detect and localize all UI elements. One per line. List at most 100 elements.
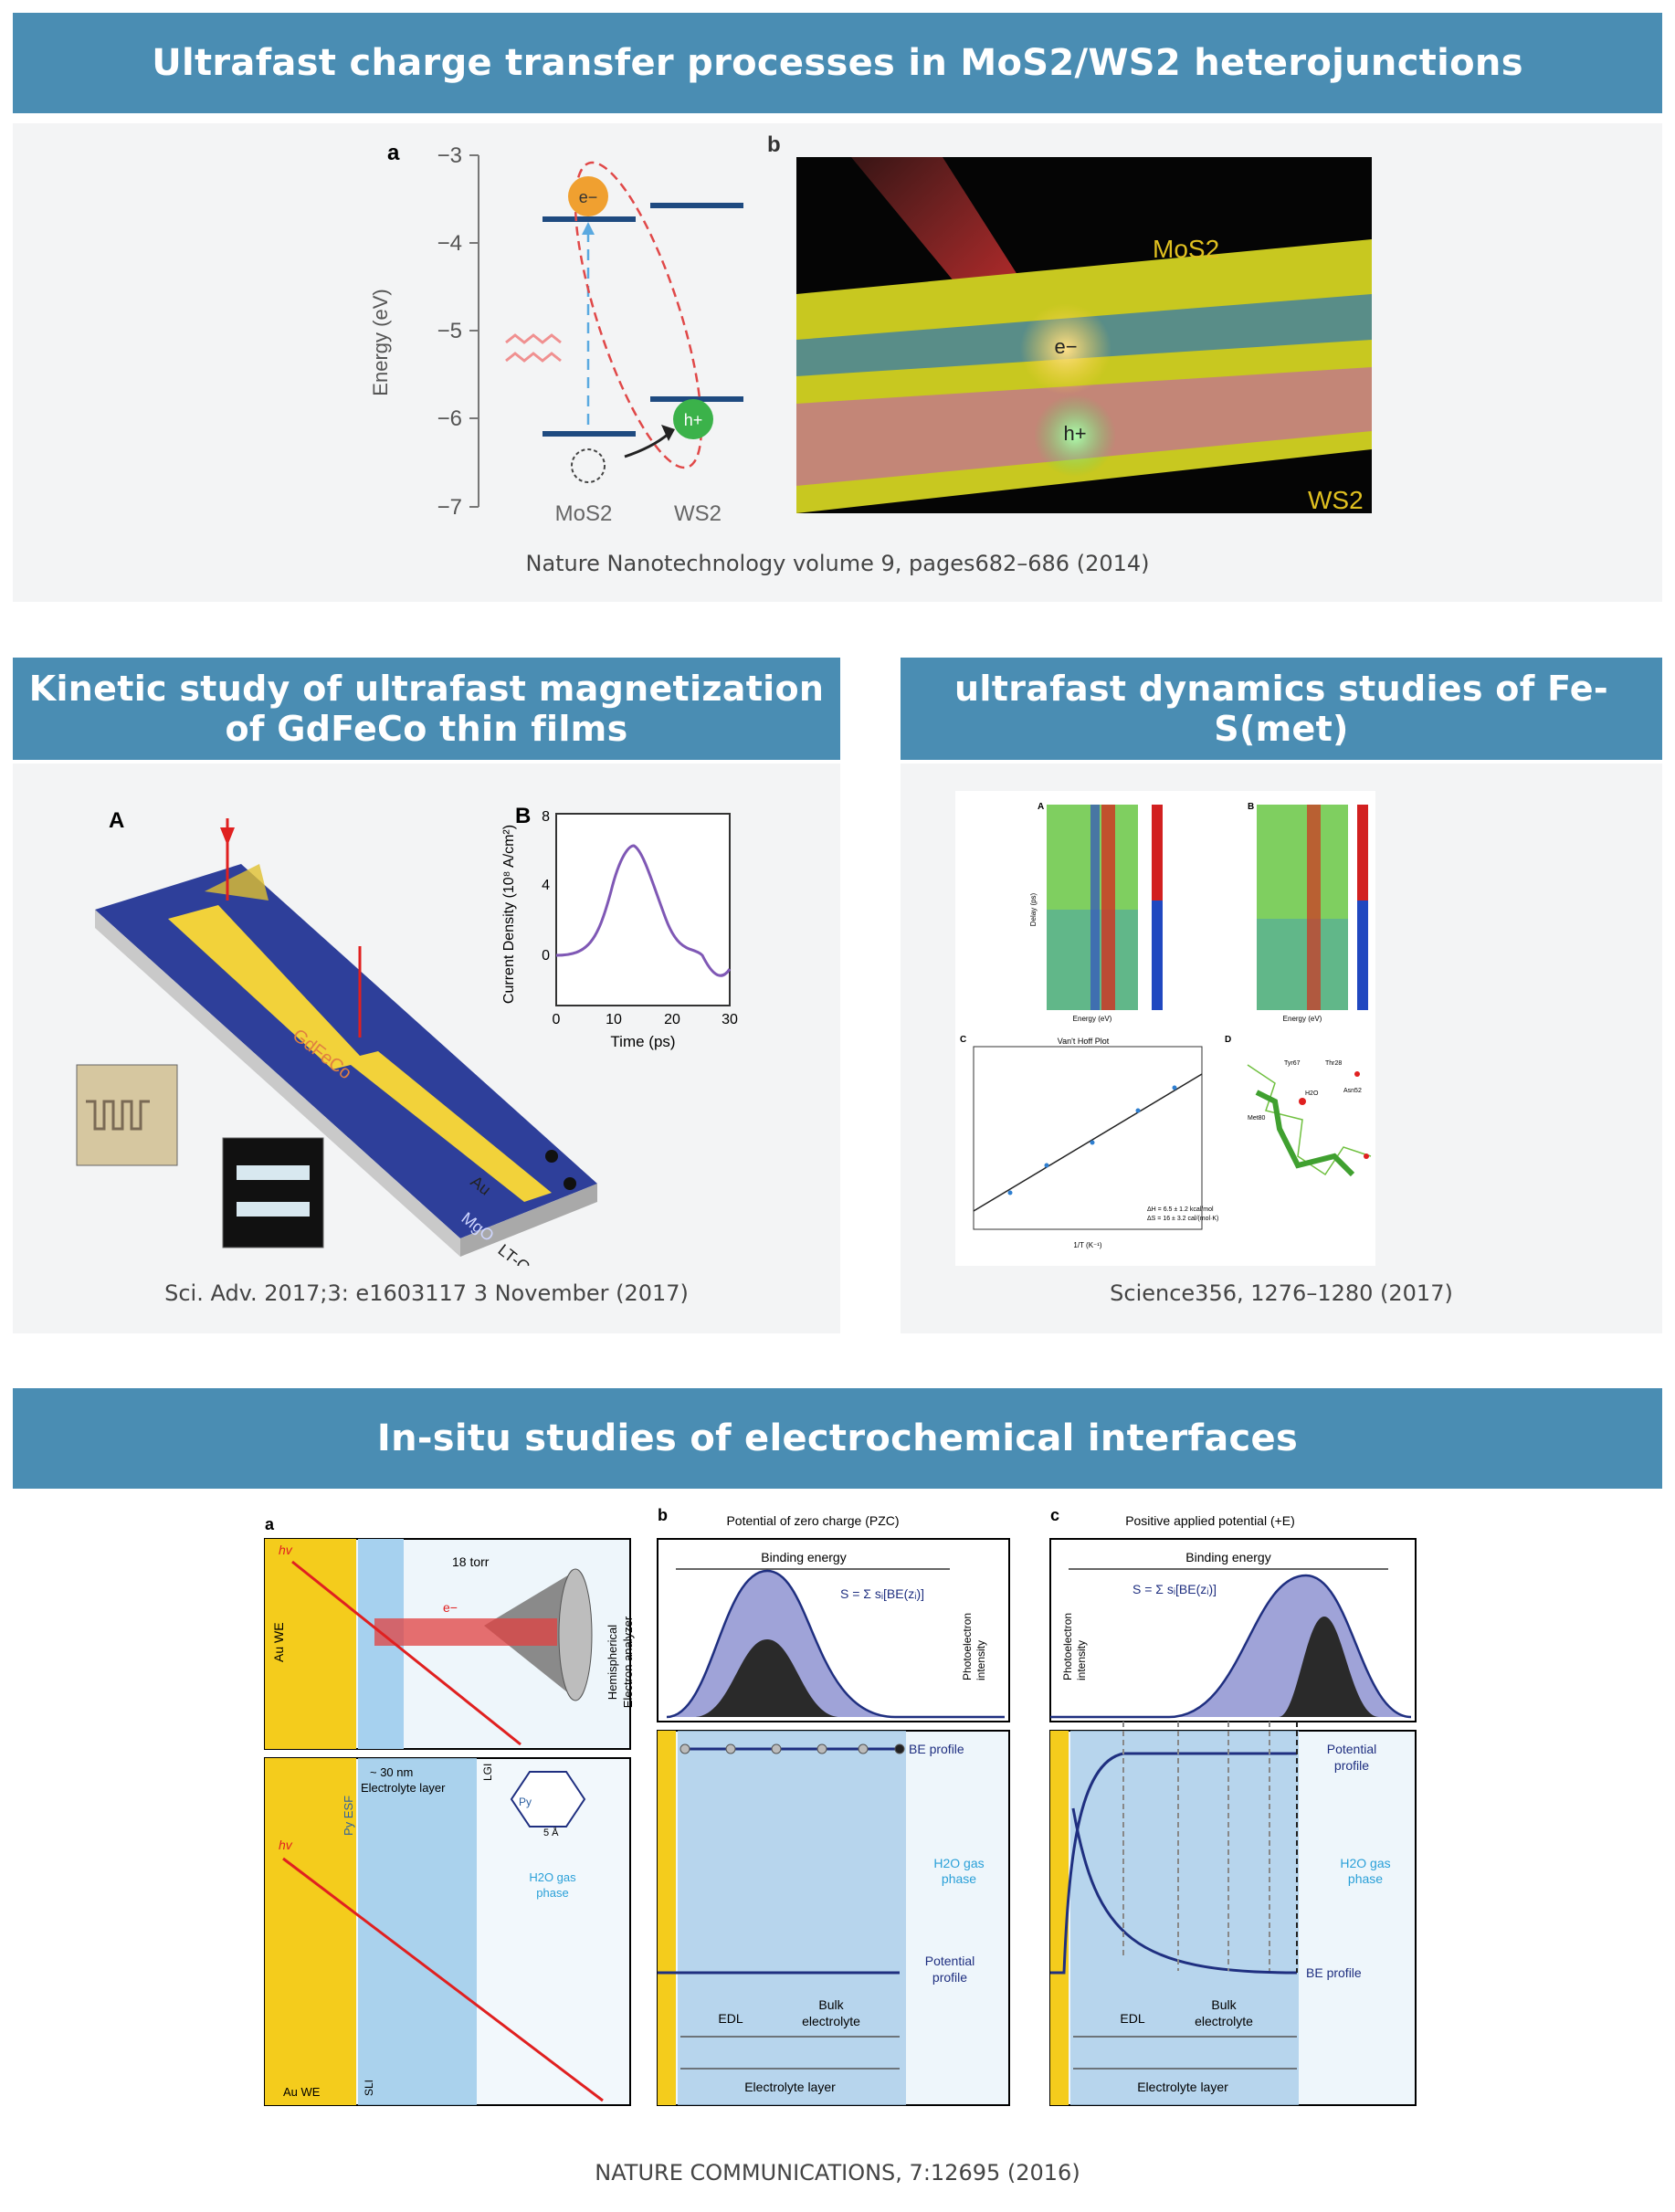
intensity-c: intensity — [1075, 1640, 1088, 1680]
x-axis-label: Time (ps) — [610, 1033, 675, 1050]
transfer-ellipse — [574, 161, 703, 469]
hv-top: hv — [279, 1543, 293, 1557]
au-we-bottom: Au WE — [283, 2085, 321, 2099]
py-esf-label: Py ESF — [342, 1796, 355, 1836]
section4-title: In-situ studies of electrochemical inter… — [376, 1417, 1299, 1459]
ytick: 4 — [542, 878, 550, 893]
device-illustration: A GdFeCo Au MgO LT-GaAs — [76, 808, 597, 1266]
y-axis-label: Current Density (10⁸ A/cm²) — [501, 825, 517, 1004]
thr28-label: Thr28 — [1325, 1060, 1342, 1067]
electron-symbol: e− — [443, 1600, 458, 1615]
electrolyte-layer-b: Electrolyte layer — [744, 2080, 836, 2094]
edl-c: EDL — [1120, 2011, 1144, 2026]
section2-title-line1: Kinetic study of ultrafast magnetization — [28, 669, 825, 709]
nm-label: ~ 30 nm — [370, 1765, 413, 1779]
fig-a-label: A — [109, 808, 124, 833]
phase-a: phase — [536, 1886, 568, 1900]
ytick: −3 — [437, 143, 462, 168]
fig-a-label: a — [387, 141, 400, 165]
five-angstrom: 5 Å — [543, 1827, 559, 1838]
met80-label: Met80 — [1248, 1115, 1266, 1122]
section3-title: ultrafast dynamics studies of Fe-S(met) — [954, 669, 1608, 749]
section1-caption: Nature Nanotechnology volume 9, pages682… — [525, 551, 1150, 576]
photoelectron-c: Photoelectron — [1061, 1613, 1074, 1680]
delay-axis: Delay (ps) — [1029, 892, 1038, 926]
s-eq-b: S = Σ sᵢ[BE(zᵢ)] — [840, 1586, 924, 1601]
intensity-b: intensity — [974, 1640, 987, 1680]
section4-banner: In-situ studies of electrochemical inter… — [13, 1388, 1662, 1489]
energy-axis-b: Energy (eV) — [1283, 1015, 1322, 1023]
electrolyte-layer-a: Electrolyte layer — [361, 1781, 446, 1795]
ltgaas-label: LT-GaAs — [495, 1240, 556, 1266]
h2o-gas-a: H2O gas — [529, 1870, 576, 1884]
fig-b-ws2-label: WS2 — [1308, 486, 1364, 513]
phase-c: phase — [1348, 1871, 1383, 1886]
photoelectron-b: Photoelectron — [961, 1613, 974, 1680]
ytick: −4 — [437, 231, 462, 256]
panel-b-label: B — [1248, 802, 1254, 812]
hv-bottom: hv — [279, 1838, 293, 1852]
bulk-b: Bulk — [818, 1997, 844, 2012]
panel-a-label: A — [1038, 802, 1044, 812]
au-we-top: Au WE — [271, 1622, 286, 1662]
potential-c: Potential — [1327, 1742, 1376, 1756]
fig-b-electron-label: e− — [1054, 335, 1077, 358]
ds-text: ΔS = 16 ± 3.2 cal/(mol·K) — [1147, 1216, 1218, 1222]
s-eq-c: S = Σ sᵢ[BE(zᵢ)] — [1132, 1582, 1217, 1596]
vant-hoff-title: Van't Hoff Plot — [1058, 1037, 1110, 1046]
xtick: 0 — [553, 1012, 561, 1027]
mos2-label: MoS2 — [555, 501, 613, 526]
section3-caption: Science356, 1276–1280 (2017) — [1110, 1280, 1453, 1306]
panel-b-title: Potential of zero charge (PZC) — [726, 1513, 899, 1528]
py-label: Py — [519, 1796, 532, 1808]
energy-level-diagram: a −3 −4 −5 −6 −7 Energy (eV) e− h+ MoS2 … — [369, 141, 743, 526]
sli-label: SLI — [363, 2080, 375, 2096]
section2-caption: Sci. Adv. 2017;3: e1603117 3 November (2… — [164, 1280, 689, 1306]
xtick: 10 — [606, 1012, 622, 1027]
electrolyte-b: electrolyte — [802, 2014, 860, 2028]
h2o-gas-b: H2O gas — [933, 1856, 984, 1870]
ytick: 0 — [542, 948, 550, 964]
tyr67-label: Tyr67 — [1284, 1060, 1301, 1067]
section3-panel: A B Energy (eV) Energy (eV) Delay (ps) C… — [901, 764, 1662, 1333]
section1-banner: Ultrafast charge transfer processes in M… — [13, 13, 1662, 113]
panel-b-label: b — [658, 1506, 668, 1524]
h2o-label: H2O — [1305, 1090, 1319, 1097]
hole-label: h+ — [684, 411, 703, 429]
profile-b: profile — [932, 1970, 967, 1985]
torr-label: 18 torr — [452, 1554, 490, 1569]
binding-energy-c: Binding energy — [1185, 1550, 1270, 1564]
xtick: 30 — [722, 1012, 738, 1027]
potential-b: Potential — [925, 1954, 974, 1968]
hole-circle — [673, 399, 713, 439]
panel-d-label: D — [1225, 1035, 1231, 1045]
lgi-label: LGI — [481, 1764, 494, 1781]
analyzer-line2: Electron analyzer — [621, 1616, 635, 1708]
electron-label: e− — [579, 188, 598, 206]
section3-banner: ultrafast dynamics studies of Fe-S(met) — [901, 658, 1662, 760]
section2-title-line2: of GdFeCo thin films — [225, 709, 628, 749]
profile-c: profile — [1334, 1758, 1369, 1773]
electrolyte-layer-c: Electrolyte layer — [1137, 2080, 1228, 2094]
electrolyte-c: electrolyte — [1195, 2014, 1253, 2028]
section2-banner: Kinetic study of ultrafast magnetization… — [13, 658, 840, 760]
energy-axis-a: Energy (eV) — [1073, 1015, 1112, 1023]
xtick: 20 — [664, 1012, 680, 1027]
fig-b-label: b — [767, 132, 781, 157]
ws2-label: WS2 — [674, 501, 722, 526]
electron-circle — [568, 176, 608, 216]
electrochemical-interface-figure: a hv Au WE 18 torr e− Hemispherical Elec… — [264, 1506, 1417, 2106]
edl-b: EDL — [718, 2011, 743, 2026]
section1-title: Ultrafast charge transfer processes in M… — [152, 42, 1523, 84]
y-axis-label: Energy (eV) — [369, 289, 392, 395]
fig-b-label: B — [515, 804, 531, 828]
ytick: 8 — [542, 809, 550, 825]
be-profile-b: BE profile — [909, 1742, 964, 1756]
dh-text: ΔH = 6.5 ± 1.2 kcal/mol — [1147, 1206, 1214, 1213]
analyzer-line1: Hemispherical — [606, 1625, 619, 1700]
panel-c-label: c — [1050, 1506, 1059, 1524]
binding-energy-b: Binding energy — [761, 1550, 846, 1564]
phase-b: phase — [942, 1871, 976, 1886]
ytick: −7 — [437, 495, 462, 520]
asn52-label: Asn52 — [1343, 1088, 1362, 1094]
